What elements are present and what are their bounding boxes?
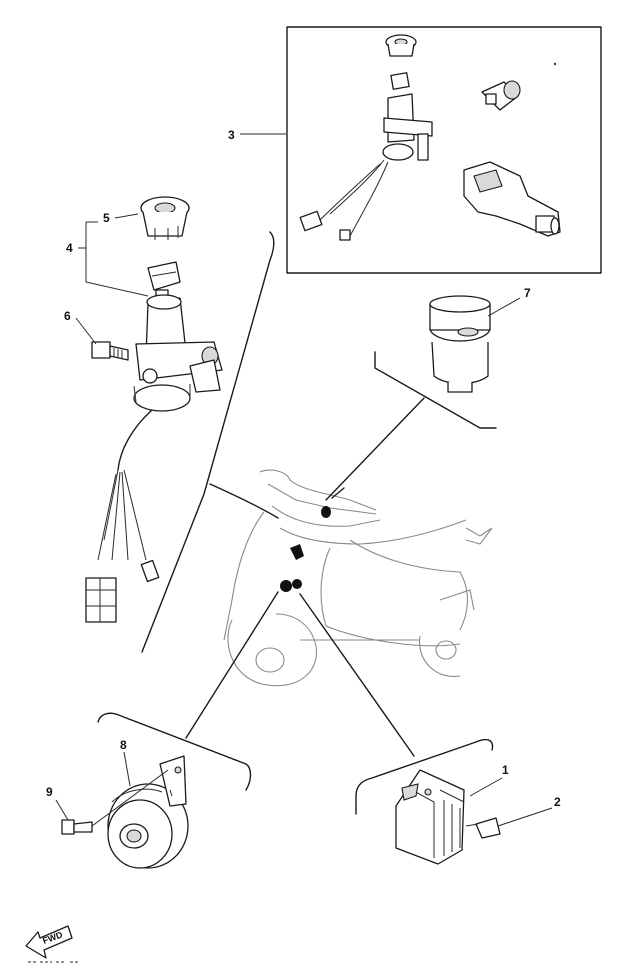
callout-2: 2 <box>554 795 561 809</box>
relay-icon <box>429 295 491 393</box>
lock-cylinder-icon <box>481 80 521 111</box>
callout-7: 7 <box>524 286 531 300</box>
switch-cover-icon <box>140 196 190 240</box>
main-switch-icon <box>85 294 223 623</box>
bolt-icon <box>91 341 129 361</box>
horn-location-bracket <box>97 712 252 791</box>
switch-leader <box>209 483 279 519</box>
callout-6: 6 <box>64 309 71 323</box>
key-icon <box>147 261 181 305</box>
callout-4: 4 <box>66 241 73 255</box>
bolt-icon <box>61 819 93 835</box>
fwd-arrow-icon: FWD <box>25 925 80 963</box>
scooter-icon <box>223 469 493 687</box>
horn-icon <box>107 755 189 869</box>
switch-location-bracket <box>141 231 275 653</box>
bolt-icon <box>465 817 501 839</box>
horn-leader <box>185 591 279 739</box>
rectifier-location-bracket <box>355 738 494 815</box>
callout-5: 5 <box>103 211 110 225</box>
rectifier-leader <box>299 593 415 757</box>
main-switch-set-box <box>286 26 602 274</box>
main-switch-icon <box>299 72 433 241</box>
relay-leader <box>325 397 425 501</box>
callout-9: 9 <box>46 785 53 799</box>
callout-1: 1 <box>502 763 509 777</box>
relay-location-bracket <box>374 351 497 429</box>
rectifier-icon <box>395 769 465 865</box>
assembly-frame <box>286 26 602 274</box>
callout-8: 8 <box>120 738 127 752</box>
callout-3: 3 <box>228 128 235 142</box>
seat-lock-icon <box>463 161 561 237</box>
switch-cover-icon <box>385 34 417 57</box>
